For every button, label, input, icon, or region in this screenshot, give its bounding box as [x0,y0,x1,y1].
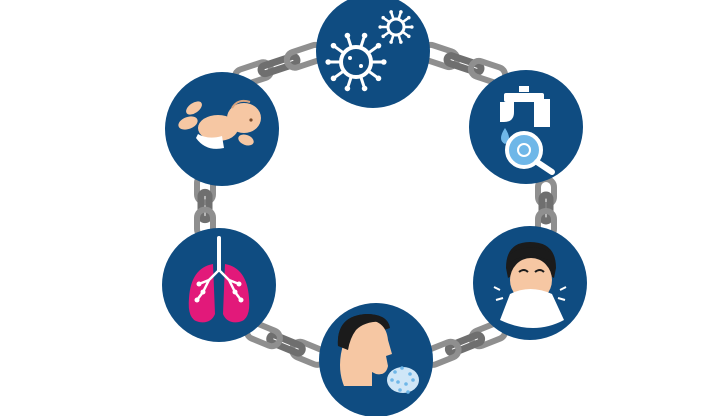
node-mode-of-transmission [319,303,433,416]
lungs-icon [188,236,250,323]
node-portal-of-exit [473,226,587,340]
water-tap-magnifier-icon [500,86,555,175]
node-reservoir [469,70,583,184]
node-susceptible-host [165,72,279,186]
person-exhaling-droplets-icon [337,314,419,394]
chain-link [197,188,213,224]
sneezing-person-icon [493,242,567,328]
node-pathogen [316,0,430,108]
chain-link [444,331,486,357]
chain-link [266,331,306,357]
chain-link [443,52,485,76]
virus-icon [325,10,414,92]
chain-link [257,52,301,78]
infant-icon [178,99,261,149]
chain-link [538,191,554,225]
node-portal-of-entry [162,228,276,342]
